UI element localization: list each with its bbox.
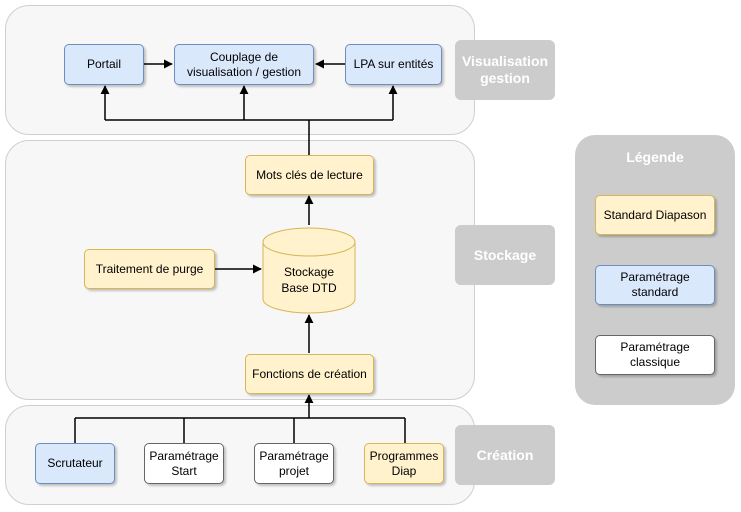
couplage-label: Couplage de visualisation / gestion	[186, 49, 302, 79]
creation-tag-label: Création	[476, 446, 534, 463]
mots-cles-node: Mots clés de lecture	[245, 155, 374, 195]
fonctions-creation-label: Fonctions de création	[252, 366, 367, 381]
legend-parametrage-classique: Paramétrage classique	[595, 335, 715, 375]
traitement-purge-node: Traitement de purge	[84, 249, 215, 289]
legend-parametrage-standard: Paramétrage standard	[595, 265, 715, 305]
stockage-base-cylinder	[262, 227, 356, 314]
stockage-tag-label: Stockage	[473, 246, 537, 263]
param-projet-node: Paramétrage projet	[254, 443, 334, 484]
mots-cles-label: Mots clés de lecture	[256, 167, 363, 182]
legend-standard-diapason: Standard Diapason	[595, 195, 715, 235]
lpa-label: LPA sur entités	[353, 57, 434, 71]
traitement-purge-label: Traitement de purge	[95, 261, 204, 276]
legend-title: Légende	[626, 149, 684, 165]
programmes-diap-label: Programmes Diap	[369, 448, 439, 478]
portail-node: Portail	[64, 44, 144, 85]
fonctions-creation-node: Fonctions de création	[245, 354, 374, 394]
param-projet-label: Paramétrage projet	[259, 448, 329, 478]
portail-label: Portail	[86, 57, 121, 71]
scrutateur-node: Scrutateur	[35, 443, 115, 484]
param-start-node: Paramétrage Start	[144, 443, 224, 484]
stockage-layer	[5, 140, 475, 400]
couplage-node: Couplage de visualisation / gestion	[174, 44, 314, 85]
scrutateur-label: Scrutateur	[47, 456, 103, 470]
programmes-diap-node: Programmes Diap	[364, 443, 444, 484]
visualisation-tag-label: Visualisation gestion	[461, 53, 549, 86]
lpa-node: LPA sur entités	[345, 44, 442, 85]
legend-parametrage-standard-label: Paramétrage standard	[620, 270, 690, 299]
param-start-label: Paramétrage Start	[149, 448, 219, 478]
stockage-base-label: Stockage Base DTD	[281, 265, 337, 295]
legend-standard-diapason-label: Standard Diapason	[603, 207, 707, 222]
stockage-base-label-box: Stockage Base DTD	[263, 258, 355, 304]
legend-parametrage-classique-label: Paramétrage classique	[620, 340, 690, 369]
stockage-tag: Stockage	[455, 225, 555, 285]
creation-tag: Création	[455, 425, 555, 485]
visualisation-tag: Visualisation gestion	[455, 40, 555, 100]
